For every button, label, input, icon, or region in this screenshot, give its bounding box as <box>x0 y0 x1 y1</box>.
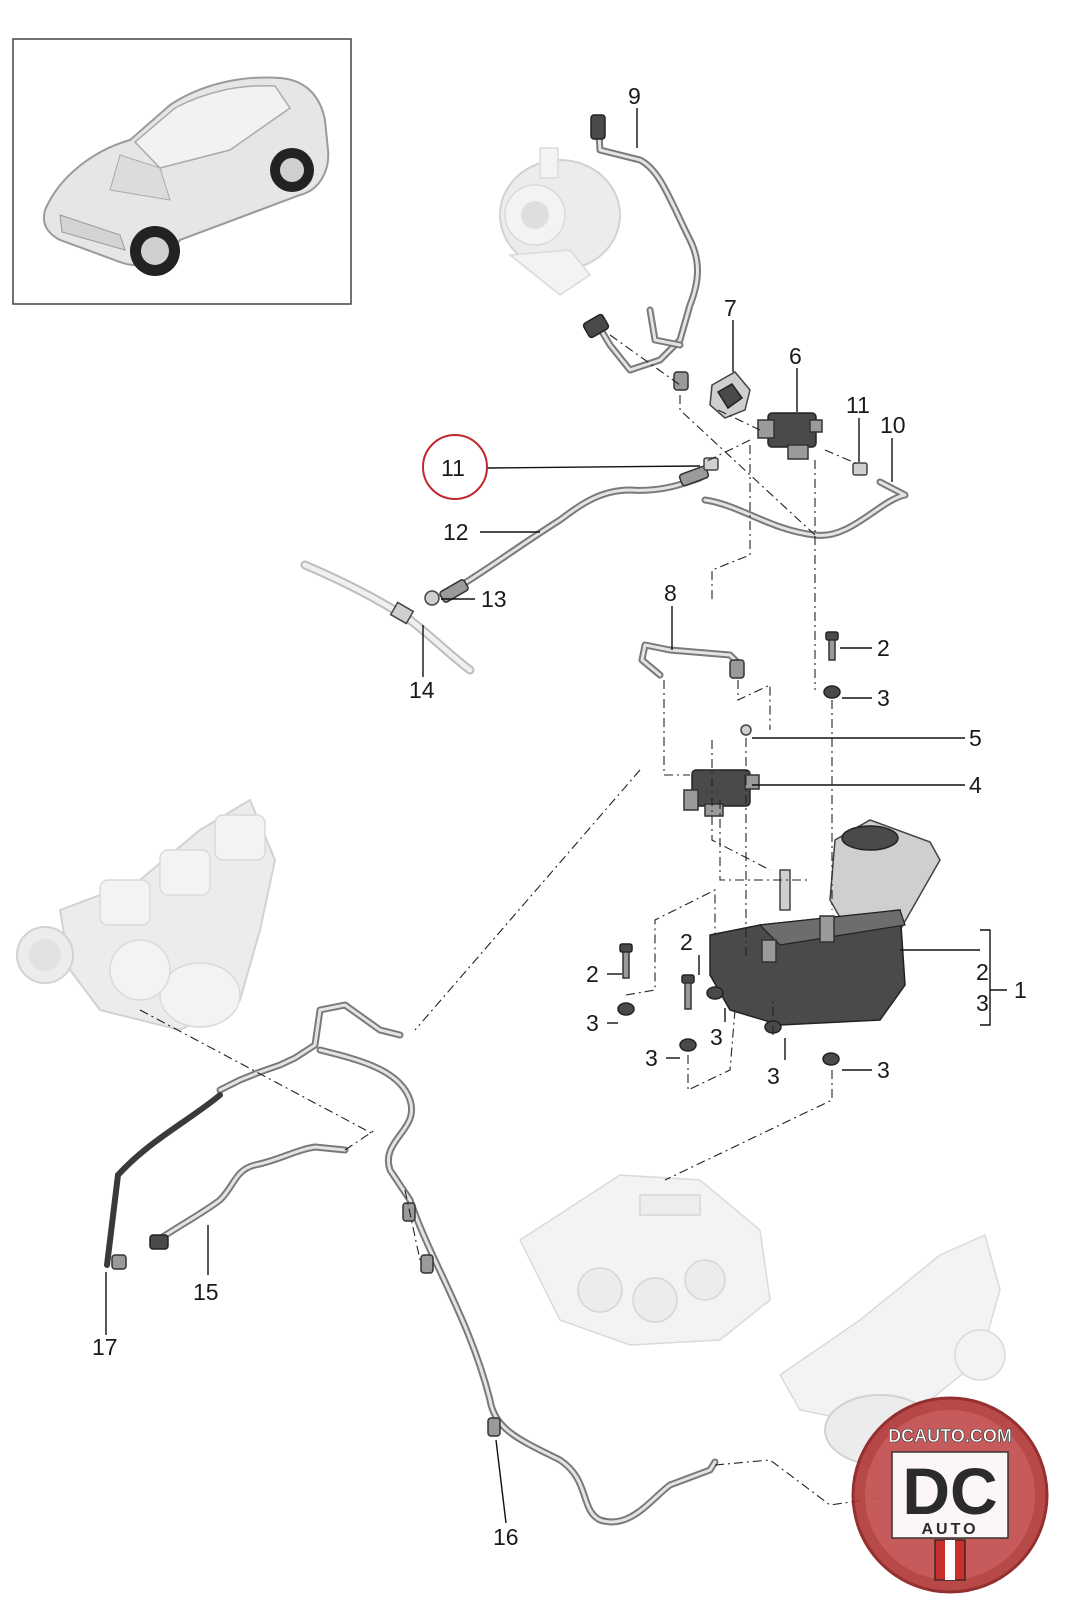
solenoid-valve-6 <box>757 412 823 460</box>
assembly-lines <box>139 334 901 1506</box>
callout-3-bracket: 3 <box>976 990 989 1016</box>
callout-11-circled: 11 <box>441 455 465 481</box>
vacuum-pump-ghost <box>499 147 621 296</box>
callout-9: 9 <box>628 83 641 109</box>
callout-7: 7 <box>724 295 737 321</box>
leader-lines <box>105 108 1007 1524</box>
callout-6: 6 <box>789 343 802 369</box>
callout-3-right: 3 <box>877 1057 890 1083</box>
callout-1: 1 <box>1014 977 1027 1003</box>
grommet-3-top <box>823 685 841 699</box>
logo-sub-text: AUTO <box>921 1521 978 1538</box>
callout-12: 12 <box>443 519 469 545</box>
vehicle-thumbnail <box>12 38 352 305</box>
callout-8: 8 <box>664 580 677 606</box>
screw-5 <box>740 724 752 736</box>
callout-17: 17 <box>92 1334 118 1360</box>
callout-4: 4 <box>969 772 982 798</box>
logo-mark-text: DC <box>902 1454 997 1528</box>
grommet-3-left <box>617 1002 635 1016</box>
callout-3-mid-a: 3 <box>710 1024 723 1050</box>
connector-13 <box>424 590 440 606</box>
vacuum-line-12 <box>439 465 710 603</box>
callout-3-left: 3 <box>586 1010 599 1036</box>
hose-14 <box>300 560 475 675</box>
grommet-3-mid-a <box>706 986 724 1000</box>
cap-11-left <box>703 457 719 471</box>
callout-3-mid-b: 3 <box>645 1045 658 1071</box>
dcauto-logo: DCAUTO.COM DC AUTO <box>851 1396 1049 1594</box>
callout-13: 13 <box>481 586 507 612</box>
vacuum-line-16 <box>216 1001 719 1526</box>
vacuum-reservoir-1 <box>709 819 941 1026</box>
vacuum-line-8 <box>638 641 745 679</box>
callout-labels: 9 7 6 11 10 11 12 13 14 8 2 3 5 4 2 3 1 … <box>92 83 1027 1550</box>
bolt-2-left <box>619 943 633 979</box>
bracket-7 <box>709 371 751 419</box>
callout-3-top: 3 <box>877 685 890 711</box>
bolt-2-mid <box>681 974 695 1010</box>
callout-2-left: 2 <box>586 961 599 987</box>
callout-2-mid: 2 <box>680 929 693 955</box>
engine-block-ghost <box>519 1174 771 1346</box>
vacuum-line-9 <box>582 114 701 391</box>
vacuum-line-15 <box>149 1143 349 1250</box>
grommet-3-mid-b <box>679 1038 697 1052</box>
highlight-circle <box>422 434 488 500</box>
bolt-2-top <box>825 631 839 661</box>
turbocharger-ghost-left <box>16 798 277 1032</box>
callout-2-top: 2 <box>877 635 890 661</box>
callout-10: 10 <box>880 412 906 438</box>
callout-5: 5 <box>969 725 982 751</box>
callout-16: 16 <box>493 1524 519 1550</box>
callout-15: 15 <box>193 1279 219 1305</box>
solenoid-valve-4 <box>683 769 760 817</box>
callout-11-right: 11 <box>846 392 870 418</box>
grommet-3-right <box>822 1052 840 1066</box>
car-image <box>42 76 330 276</box>
callout-3-mid-c: 3 <box>767 1063 780 1089</box>
vacuum-line-17 <box>104 1092 223 1270</box>
cap-11-right <box>852 462 868 476</box>
vacuum-line-10 <box>701 478 909 539</box>
callout-14: 14 <box>409 677 435 703</box>
callout-2-bracket: 2 <box>976 959 989 985</box>
logo-site-text: DCAUTO.COM <box>888 1426 1012 1446</box>
